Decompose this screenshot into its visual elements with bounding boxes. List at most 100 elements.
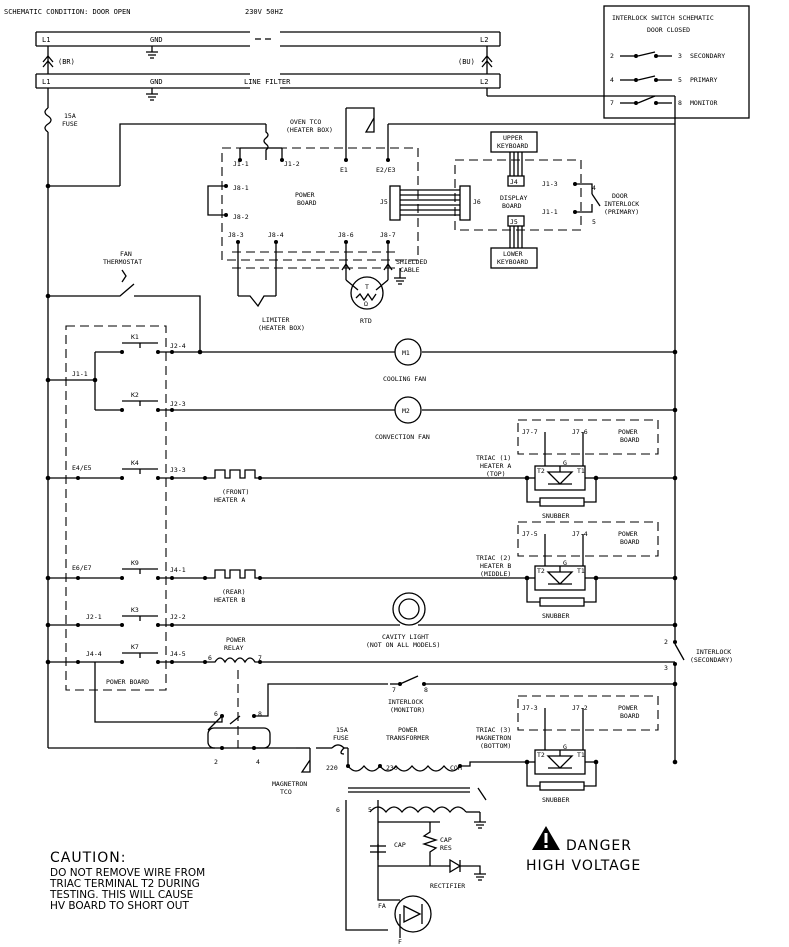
l2-label: L2 bbox=[480, 78, 488, 86]
relay-k1: K1 bbox=[131, 333, 139, 341]
interlock-monitor-1: INTERLOCK bbox=[388, 698, 423, 706]
relay-contact-2: 2 bbox=[214, 758, 218, 766]
caution-line-1: DO NOT REMOVE WIRE FROM bbox=[50, 867, 205, 879]
fan-thermostat-2: THERMOSTAT bbox=[103, 258, 142, 266]
relay-power-board: POWER BOARD bbox=[106, 678, 149, 686]
triac1-jb: J7-6 bbox=[572, 428, 588, 436]
di-pin4: 4 bbox=[592, 184, 596, 192]
triac1-g: G bbox=[563, 459, 567, 467]
cap-label: CAP bbox=[394, 841, 406, 849]
di-label-2: INTERLOCK bbox=[604, 200, 639, 208]
legend-row2-label: PRIMARY bbox=[690, 76, 717, 84]
l1-label-top: L1 bbox=[42, 36, 50, 44]
relay-contact-4: 4 bbox=[256, 758, 260, 766]
relay-e6e7: E6/E7 bbox=[72, 564, 92, 572]
display-j5: J5 bbox=[380, 198, 388, 206]
legend-row1-b: 3 bbox=[678, 52, 682, 60]
pb-j8-7: J8-7 bbox=[380, 231, 396, 239]
cap-res-1: CAP bbox=[440, 836, 452, 844]
hv-fa: FA bbox=[378, 902, 386, 910]
relay-contacts bbox=[76, 342, 174, 664]
interlock-secondary-2: (SECONDARY) bbox=[690, 656, 733, 664]
limiter-label: LIMITER bbox=[262, 316, 289, 324]
triac2-t2: T2 bbox=[537, 567, 545, 575]
triac1-snubber: SNUBBER bbox=[542, 512, 569, 520]
relay-e4e5: E4/E5 bbox=[72, 464, 92, 472]
shielded-cable-2: CABLE bbox=[400, 266, 420, 274]
relay-board-box bbox=[65, 325, 167, 691]
fan-thermostat-1: FAN bbox=[120, 250, 132, 258]
power-relay-coil bbox=[203, 657, 262, 748]
triac2-g: G bbox=[563, 559, 567, 567]
relay-contact-6: 6 bbox=[214, 710, 218, 718]
oven-tco-label: OVEN TCO bbox=[290, 118, 321, 126]
line-connectors bbox=[42, 46, 493, 101]
interlock-secondary-1: INTERLOCK bbox=[696, 648, 731, 656]
triac3-ja: J7-3 bbox=[522, 704, 538, 712]
bu-label: (BU) bbox=[458, 58, 475, 66]
br-label: (BR) bbox=[58, 58, 75, 66]
gnd-label: GND bbox=[150, 78, 163, 86]
pb-e2e3: E2/E3 bbox=[376, 166, 396, 174]
triac1-ja: J7-7 bbox=[522, 428, 538, 436]
warning-triangle-icon bbox=[532, 826, 560, 850]
interlock-secondary bbox=[673, 640, 685, 666]
triac2-name-1: TRIAC (2) bbox=[476, 554, 511, 562]
triac2-snubber: SNUBBER bbox=[542, 612, 569, 620]
legend-row2-a: 4 bbox=[610, 76, 614, 84]
transformer-title-2: TRANSFORMER bbox=[386, 734, 429, 742]
rectifier-label: RECTIFIER bbox=[430, 882, 465, 890]
relay-j2-4: J2-4 bbox=[170, 342, 186, 350]
magnetron-tco-1: MAGNETRON bbox=[272, 780, 307, 788]
relay-k2: K2 bbox=[131, 391, 139, 399]
ribbon-cable bbox=[389, 185, 471, 221]
di-j1-3: J1-3 bbox=[542, 180, 558, 188]
triac2-jb: J7-4 bbox=[572, 530, 588, 538]
legend-row2-b: 5 bbox=[678, 76, 682, 84]
heaters bbox=[203, 469, 262, 580]
legend-row3-b: 8 bbox=[678, 99, 682, 107]
power-relay-1: POWER bbox=[226, 636, 246, 644]
pb-e1: E1 bbox=[340, 166, 348, 174]
door-interlock-primary bbox=[573, 182, 601, 214]
monitor-p7: 7 bbox=[392, 686, 396, 694]
rtd-sensor bbox=[345, 276, 389, 310]
l2-bus bbox=[486, 88, 676, 762]
relay-j4-4: J4-4 bbox=[86, 650, 102, 658]
triac1-board-1: POWER bbox=[618, 428, 638, 436]
fan-thermostat bbox=[110, 269, 201, 352]
triac2-name-2: HEATER B bbox=[480, 562, 511, 570]
caution-line-4: HV BOARD TO SHORT OUT bbox=[50, 900, 189, 912]
relay-j2-3: J2-3 bbox=[170, 400, 186, 408]
triac3-t1: T1 bbox=[577, 751, 585, 759]
power-relay-p7: 7 bbox=[258, 654, 262, 662]
lower-keyboard-1: LOWER bbox=[503, 250, 523, 258]
interlock-monitor bbox=[390, 675, 675, 686]
triac-3 bbox=[517, 695, 659, 791]
triac-2 bbox=[517, 521, 659, 607]
supply-bars bbox=[35, 31, 501, 89]
transformer-220: 220 bbox=[326, 764, 338, 772]
triac2-board-1: POWER bbox=[618, 530, 638, 538]
motor-m2: M2 bbox=[402, 407, 410, 415]
triac3-name-3: (BOTTOM) bbox=[480, 742, 511, 750]
relay-k7: K7 bbox=[131, 643, 139, 651]
triac3-board-1: POWER bbox=[618, 704, 638, 712]
oven-tco-label-2: (HEATER BOX) bbox=[286, 126, 333, 134]
pb-j1-1: J1-1 bbox=[233, 160, 249, 168]
relay-j3-3: J3-3 bbox=[170, 466, 186, 474]
cavity-light-2: (NOT ON ALL MODELS) bbox=[366, 641, 440, 649]
upper-keyboard-1: UPPER bbox=[503, 134, 523, 142]
pb-j8-3: J8-3 bbox=[228, 231, 244, 239]
legend-row3-a: 7 bbox=[610, 99, 614, 107]
triac2-board-2: BOARD bbox=[620, 538, 640, 546]
pb-j8-4: J8-4 bbox=[268, 231, 284, 239]
l1-label: L1 bbox=[42, 78, 50, 86]
power-transformer bbox=[296, 744, 527, 829]
triac3-board-2: BOARD bbox=[620, 712, 640, 720]
triac2-name-3: (MIDDLE) bbox=[480, 570, 511, 578]
lower-keyboard-2: KEYBOARD bbox=[497, 258, 528, 266]
rtd-ohm: Ω bbox=[364, 300, 368, 308]
power-board-title-2: BOARD bbox=[297, 199, 317, 207]
power-relay-p6: 6 bbox=[208, 654, 212, 662]
